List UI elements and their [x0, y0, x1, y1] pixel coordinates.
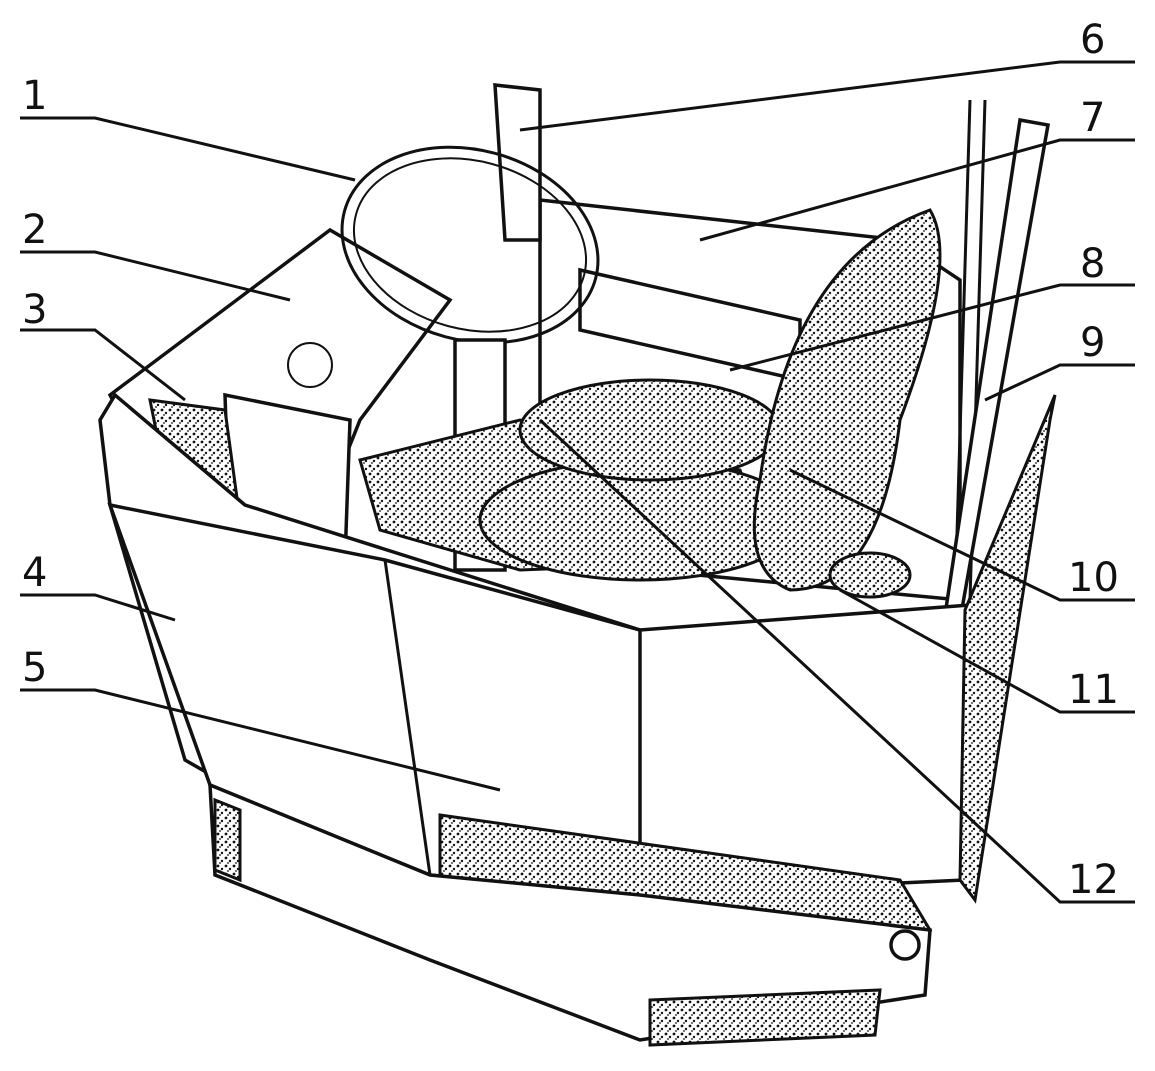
leader-10	[789, 468, 1135, 602]
callout-7: 7	[1080, 95, 1106, 141]
callout-4: 4	[22, 550, 48, 596]
callout-9: 9	[1080, 320, 1106, 366]
door-posts	[493, 83, 1051, 623]
leader-9	[984, 363, 1135, 402]
leader-4	[20, 593, 176, 622]
cabin-body	[98, 392, 1057, 1047]
leader-2	[20, 250, 291, 302]
leader-8	[729, 283, 1135, 372]
callout-8: 8	[1080, 241, 1106, 287]
callout-11: 11	[1068, 667, 1119, 713]
callout-12: 12	[1068, 857, 1119, 903]
leader-3	[20, 328, 186, 402]
leader-6	[519, 60, 1135, 132]
driver-seat	[478, 208, 942, 599]
callout-6: 6	[1080, 17, 1106, 63]
leader-7	[699, 138, 1135, 242]
leader-12	[538, 418, 1135, 904]
steering-wheel	[340, 145, 600, 345]
leader-1	[20, 116, 356, 182]
leader-5	[20, 688, 501, 792]
callout-1: 1	[22, 73, 48, 119]
callout-5: 5	[22, 645, 48, 691]
callout-2: 2	[22, 207, 48, 253]
leader-lines	[20, 60, 1135, 904]
callout-3: 3	[22, 287, 48, 333]
leader-11	[839, 588, 1135, 714]
callout-10: 10	[1068, 555, 1119, 601]
